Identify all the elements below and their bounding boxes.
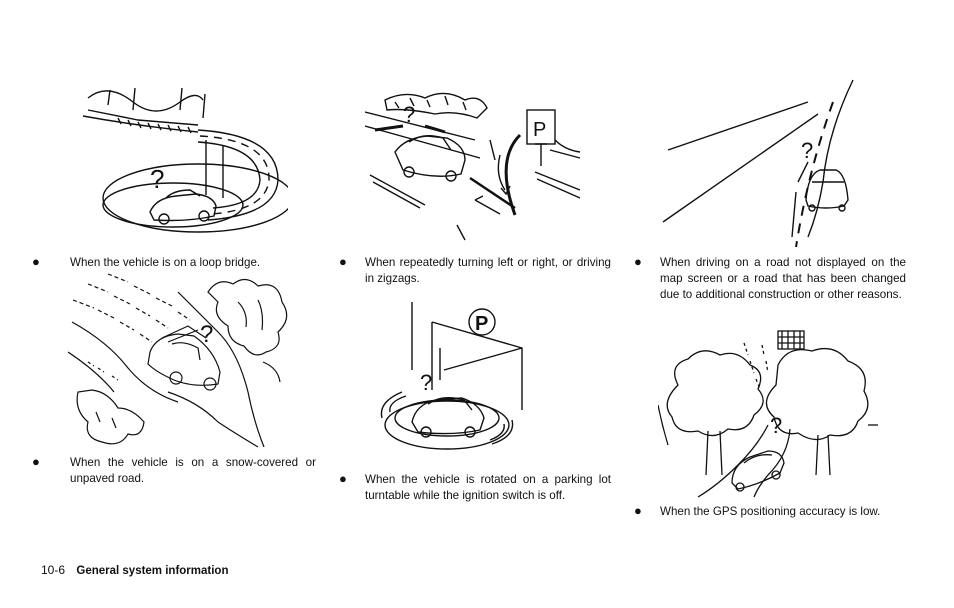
parking-sign-letter: P: [475, 313, 488, 335]
bullet-icon: ●: [32, 454, 40, 469]
caption-zigzag: ● When repeatedly turning left or right,…: [339, 254, 611, 287]
gps-trees-illustration: ?: [658, 325, 878, 500]
caption-text: When driving on a road not displayed on …: [660, 256, 906, 301]
turntable-illustration: P ?: [372, 300, 552, 460]
question-mark: ?: [770, 413, 782, 438]
bullet-icon: ●: [634, 503, 642, 518]
caption-snow-road: ● When the vehicle is on a snow-covered …: [32, 454, 316, 487]
page-number: 10-6: [41, 563, 66, 577]
bullet-icon: ●: [32, 254, 40, 269]
question-mark: ?: [200, 321, 213, 348]
zigzag-illustration: P ?: [365, 80, 585, 245]
question-mark: ?: [420, 370, 432, 395]
bullet-icon: ●: [634, 254, 642, 269]
question-mark: ?: [801, 138, 813, 163]
caption-turntable: ● When the vehicle is rotated on a parki…: [339, 471, 611, 504]
page-footer: 10-6 General system information: [41, 563, 228, 577]
new-road-illustration: ?: [658, 72, 873, 252]
section-title: General system information: [76, 565, 229, 577]
caption-text: When the vehicle is on a snow-covered or…: [70, 456, 316, 485]
loop-bridge-illustration: ?: [78, 80, 288, 235]
bullet-icon: ●: [339, 254, 347, 269]
caption-text: When the vehicle is on a loop bridge.: [70, 256, 261, 269]
parking-sign-letter: P: [533, 119, 546, 141]
caption-new-road: ● When driving on a road not displayed o…: [634, 254, 906, 303]
bullet-icon: ●: [339, 471, 347, 486]
question-mark: ?: [403, 102, 415, 127]
caption-text: When repeatedly turning left or right, o…: [365, 256, 611, 285]
snow-road-illustration: ?: [68, 272, 298, 450]
caption-text: When the GPS positioning accuracy is low…: [660, 505, 881, 518]
caption-loop-bridge: ● When the vehicle is on a loop bridge.: [32, 254, 295, 271]
caption-text: When the vehicle is rotated on a parking…: [365, 473, 611, 502]
caption-gps: ● When the GPS positioning accuracy is l…: [634, 503, 910, 520]
question-mark: ?: [150, 164, 164, 194]
